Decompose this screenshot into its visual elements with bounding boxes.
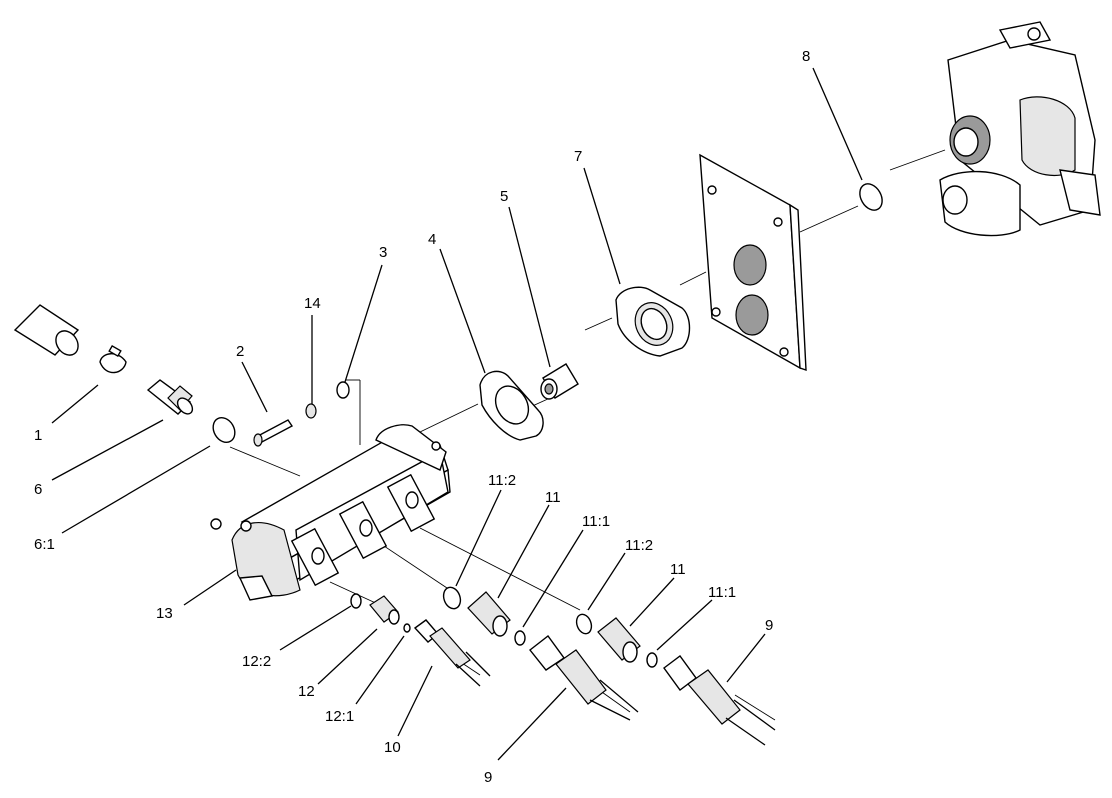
part-oring-11-2-a <box>442 586 462 610</box>
callout-3: 3 <box>379 244 387 261</box>
part-oring-11-1-b <box>646 652 658 668</box>
callout-2: 2 <box>236 343 244 360</box>
part-hose-9-a <box>529 635 639 721</box>
callout-6-1: 6:1 <box>34 536 55 553</box>
part-fitting-11-b <box>597 617 641 663</box>
part-gasket-4 <box>479 370 544 441</box>
callout-7: 7 <box>574 148 582 165</box>
part-oring-8 <box>859 183 883 211</box>
callout-5: 5 <box>500 188 508 205</box>
callout-12-2: 12:2 <box>242 653 271 670</box>
part-fitting-6 <box>146 379 194 415</box>
part-bolt-2 <box>253 419 294 447</box>
callout-12: 12 <box>298 683 315 700</box>
callout-11-a: 11 <box>545 489 561 506</box>
engine-housing <box>939 21 1101 237</box>
part-coupling-5 <box>540 363 579 400</box>
callout-6: 6 <box>34 481 42 498</box>
callout-1: 1 <box>34 427 42 444</box>
part-hose-1 <box>13 304 127 374</box>
callout-12-1: 12:1 <box>325 708 354 725</box>
part-oring-11-1-a <box>514 630 526 646</box>
callout-labels: 1 2 3 4 5 6 6:1 7 8 9 9 10 11 11 11:1 11… <box>34 48 810 786</box>
part-pump-13 <box>210 424 451 601</box>
part-hose-10 <box>413 619 491 687</box>
part-oring-11-2-b <box>575 613 593 635</box>
callout-11-1-a: 11:1 <box>582 513 610 530</box>
part-oring-12-2 <box>350 593 362 609</box>
callout-9-bottom: 9 <box>484 769 492 786</box>
callout-11-b: 11 <box>670 561 686 578</box>
leader-lines <box>51 67 863 761</box>
part-fitting-12 <box>369 595 400 625</box>
part-flange-7 <box>615 286 691 357</box>
part-fitting-11-a <box>467 591 511 637</box>
part-oring-6-1 <box>212 416 236 444</box>
callout-8: 8 <box>802 48 810 65</box>
callout-10: 10 <box>384 739 401 756</box>
part-oring-12-1 <box>403 623 411 633</box>
part-mounting-plate <box>699 153 807 371</box>
part-washer-14 <box>305 403 317 419</box>
assembly-axis-lines <box>229 149 946 721</box>
callout-11-2-b: 11:2 <box>625 537 653 554</box>
callout-4: 4 <box>428 231 436 248</box>
callout-11-2-a: 11:2 <box>488 472 516 489</box>
part-washer-3 <box>336 381 350 399</box>
callout-13: 13 <box>156 605 173 622</box>
part-hose-9-b <box>663 655 776 746</box>
callout-14: 14 <box>304 295 321 312</box>
callout-9-right: 9 <box>765 617 773 634</box>
callout-11-1-b: 11:1 <box>708 584 736 601</box>
